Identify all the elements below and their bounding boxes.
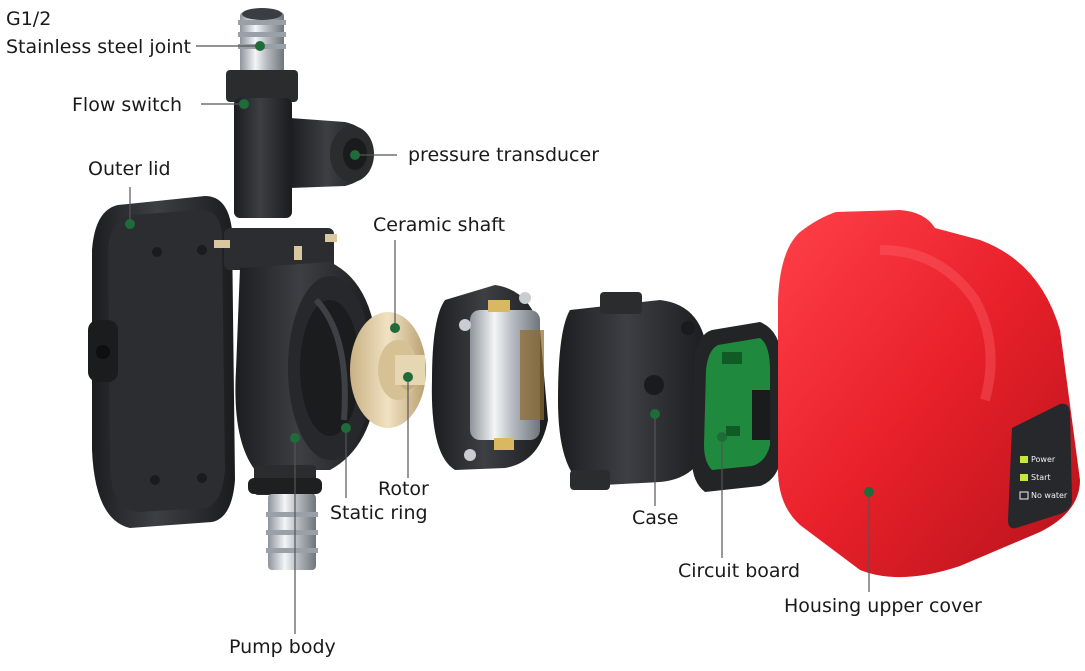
marker-circuit-board bbox=[717, 432, 727, 442]
marker-dots bbox=[125, 41, 874, 497]
marker-outer-lid bbox=[125, 219, 135, 229]
marker-flow-switch bbox=[239, 99, 249, 109]
label-static-ring: Static ring bbox=[330, 502, 428, 524]
panel-label-no-water: No water bbox=[1031, 491, 1068, 500]
label-pressure-transducer: pressure transducer bbox=[408, 144, 600, 166]
label-stainless-joint: Stainless steel joint bbox=[6, 36, 191, 58]
marker-joint bbox=[255, 41, 265, 51]
circuit-board-part bbox=[692, 322, 782, 492]
marker-rotor bbox=[403, 372, 413, 382]
pump-body-part bbox=[214, 8, 378, 570]
label-flow-switch: Flow switch bbox=[72, 94, 183, 116]
case-part bbox=[558, 292, 710, 490]
leader-lines bbox=[129, 45, 870, 634]
panel-label-power: Power bbox=[1031, 455, 1056, 464]
label-ceramic-shaft: Ceramic shaft bbox=[373, 214, 506, 236]
panel-label-start: Start bbox=[1031, 473, 1051, 482]
label-case: Case bbox=[632, 507, 679, 529]
rotor-impeller-part bbox=[350, 312, 426, 428]
label-outer-lid: Outer lid bbox=[88, 158, 171, 180]
housing-upper-cover-part: Power Start No water bbox=[778, 210, 1080, 578]
marker-static-ring bbox=[341, 423, 351, 433]
outer-lid-part bbox=[88, 196, 235, 528]
marker-housing bbox=[864, 487, 874, 497]
label-circuit-board: Circuit board bbox=[678, 560, 801, 582]
marker-ceramic-shaft bbox=[390, 323, 400, 333]
label-rotor: Rotor bbox=[378, 478, 429, 500]
marker-transducer bbox=[350, 150, 360, 160]
static-ring-part bbox=[431, 285, 548, 470]
label-housing-upper-cover: Housing upper cover bbox=[784, 595, 982, 617]
label-g12: G1/2 bbox=[6, 8, 52, 30]
marker-case bbox=[650, 409, 660, 419]
marker-pump-body bbox=[290, 433, 300, 443]
label-pump-body: Pump body bbox=[229, 636, 336, 658]
